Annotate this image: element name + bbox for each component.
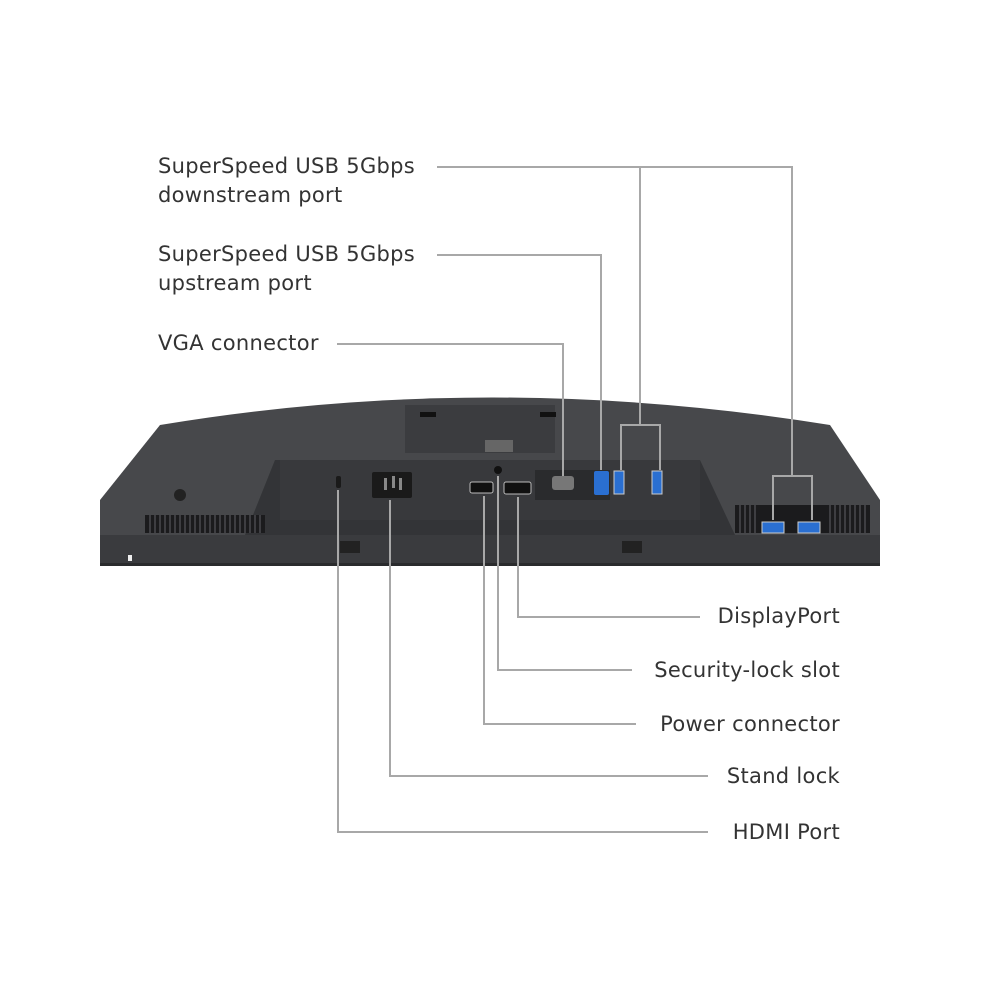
label-usb-upstream: SuperSpeed USB 5Gbps upstream port [158,240,415,298]
usb-upstream-port [594,471,609,495]
security-lock-slot-port [336,476,341,488]
lock-slot [494,466,502,474]
label-displayport: DisplayPort [717,604,840,628]
leader-usb-down [437,166,813,520]
usb-downstream-port-2 [651,470,663,495]
leader-usb-up [437,254,602,470]
leader-hdmi [337,490,708,833]
label-vga: VGA connector [158,331,319,355]
leader-vga [337,343,564,476]
leader-security [497,476,632,671]
leader-power [483,496,636,725]
usb-downstream-port-3 [761,521,785,534]
label-line-2: upstream port [158,271,312,295]
foot-left [340,541,360,553]
label-security-lock: Security-lock slot [654,658,840,682]
leader-stand [389,500,708,777]
foot-right [622,541,642,553]
hdmi-port [469,481,494,494]
vga-port [552,476,574,490]
usb-downstream-port-4 [797,521,821,534]
label-power-connector: Power connector [660,712,840,736]
label-line-2: downstream port [158,183,343,207]
label-stand-lock: Stand lock [726,764,840,788]
leader-lines [337,166,813,833]
leader-displayport [517,497,700,618]
usb-downstream-port-1 [613,470,625,495]
label-line-1: SuperSpeed USB 5Gbps [158,242,416,266]
label-usb-downstream: SuperSpeed USB 5Gbps downstream port [158,152,415,210]
label-hdmi: HDMI Port [732,820,840,844]
displayport-port [503,481,532,495]
label-line-1: SuperSpeed USB 5Gbps [158,154,416,178]
monitor-bottom-edge [100,535,880,565]
